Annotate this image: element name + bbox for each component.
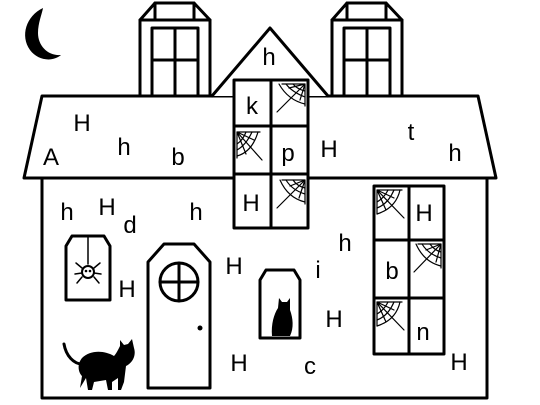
letter[interactable]: H bbox=[450, 349, 468, 376]
letter[interactable]: b bbox=[171, 144, 185, 171]
right-window bbox=[372, 184, 446, 356]
letter[interactable]: t bbox=[407, 119, 415, 146]
letter[interactable]: H bbox=[225, 253, 243, 280]
letter[interactable]: p bbox=[281, 140, 295, 167]
letter[interactable]: i bbox=[315, 257, 321, 284]
cobweb-icon bbox=[376, 301, 405, 331]
letter[interactable]: A bbox=[42, 144, 60, 171]
cat-silhouette-icon bbox=[271, 298, 293, 336]
letter[interactable]: b bbox=[385, 258, 399, 285]
left-dormer bbox=[138, 1, 212, 110]
cobweb-icon bbox=[236, 131, 263, 161]
front-door bbox=[146, 242, 212, 390]
letter[interactable]: H bbox=[230, 350, 248, 377]
letter[interactable]: H bbox=[320, 136, 338, 163]
letter[interactable]: h bbox=[117, 134, 131, 161]
letter[interactable]: H bbox=[98, 194, 116, 221]
letter[interactable]: k bbox=[246, 93, 258, 120]
cobweb-icon bbox=[376, 189, 405, 219]
letter[interactable]: H bbox=[73, 110, 91, 137]
right-dormer bbox=[330, 1, 404, 110]
cobweb-icon bbox=[276, 83, 306, 113]
letter[interactable]: h bbox=[60, 199, 74, 226]
letter[interactable]: d bbox=[123, 212, 137, 239]
letter[interactable]: h bbox=[448, 140, 462, 167]
letter[interactable]: h bbox=[338, 230, 352, 257]
letter[interactable]: H bbox=[325, 306, 343, 333]
cat-icon bbox=[62, 339, 135, 390]
moon-icon bbox=[25, 8, 61, 60]
letter[interactable]: c bbox=[304, 353, 316, 380]
cat-window bbox=[258, 268, 302, 340]
cobweb-icon bbox=[413, 243, 442, 273]
letter[interactable]: H bbox=[415, 200, 433, 227]
spider-icon bbox=[74, 262, 102, 284]
letter[interactable]: n bbox=[416, 319, 430, 346]
letter[interactable]: h bbox=[262, 44, 276, 71]
letter[interactable]: H bbox=[242, 190, 260, 217]
letter[interactable]: H bbox=[118, 276, 136, 303]
cobweb-icon bbox=[276, 179, 306, 209]
door-knob-icon bbox=[197, 325, 203, 331]
spider-window bbox=[64, 234, 112, 302]
letter[interactable]: h bbox=[189, 199, 203, 226]
